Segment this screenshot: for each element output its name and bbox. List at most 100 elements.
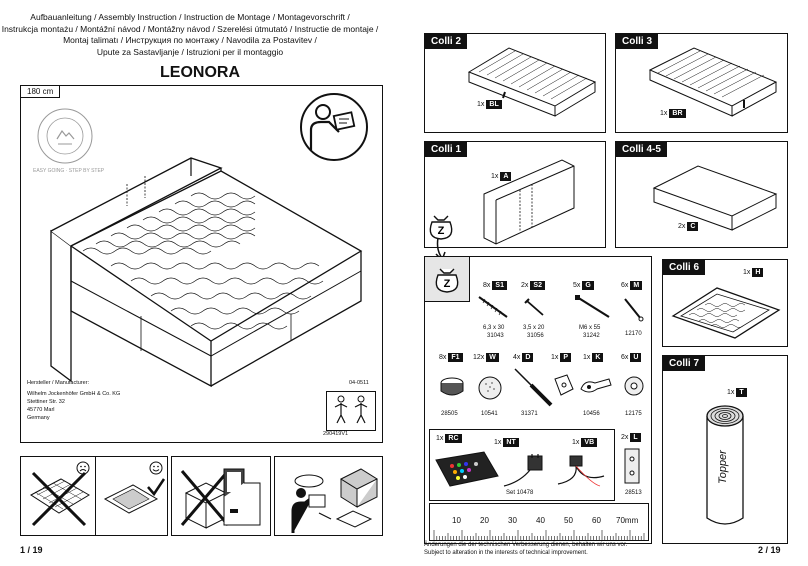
colli-45-qty: 2x — [678, 223, 686, 230]
disclaimer-en: Subject to alteration in the interests o… — [424, 550, 588, 556]
mattress-cover-illustration — [671, 287, 781, 339]
bag-z-icon: Z — [435, 268, 459, 293]
page-number-1: 1 / 19 — [20, 545, 43, 555]
doc-code: 04-0511 — [349, 380, 369, 386]
bed-illustration — [50, 157, 363, 388]
hw-s2-code: 31056 — [527, 333, 544, 339]
floor-handling-panel — [20, 456, 168, 536]
colli-3-qty: 1x — [660, 110, 668, 117]
colli-7-qty: 1x — [727, 389, 735, 396]
page-number-2: 2 / 19 — [758, 545, 781, 555]
washer-icon — [624, 376, 644, 396]
title-line-1: Aufbauanleitung / Assembly Instruction /… — [30, 12, 350, 22]
ruler-label-70: 70mm — [616, 516, 639, 525]
box-cutter-wrong-icon — [180, 470, 230, 529]
person-reading-icon — [300, 93, 368, 161]
base-right-illustration — [648, 47, 778, 117]
size-label: 180 cm — [21, 86, 61, 98]
colli-3-title: Colli 3 — [616, 34, 659, 49]
power-adapter-icon — [503, 454, 543, 487]
unpacking-person-icon — [291, 468, 379, 533]
ruler-label-20: 20 — [480, 516, 489, 525]
colli-1-title: Colli 1 — [425, 142, 468, 157]
hw-u-code: 12175 — [625, 411, 642, 417]
instruction-title: Aufbauanleitung / Assembly Instruction /… — [0, 12, 380, 58]
topper-roll-illustration — [706, 405, 744, 525]
sad-face-icon — [76, 461, 90, 475]
colli-7-title: Colli 7 — [663, 356, 706, 371]
ruler-label-10: 10 — [452, 516, 461, 525]
colli-2-title: Colli 2 — [425, 34, 468, 49]
title-line-2: Instrukcja montażu / Montážní návod / Mo… — [1, 23, 379, 34]
product-name: LEONORA — [160, 64, 240, 81]
hw-g-spec: M6 x 55 — [579, 325, 601, 331]
carpet-wrong-icon — [30, 471, 90, 527]
hw-l-code: 28513 — [625, 490, 642, 496]
ruler-label-40: 40 — [536, 516, 545, 525]
checkmark-icon — [147, 478, 166, 497]
part-bl-tag: BL — [486, 100, 502, 109]
manufacturer-city: 45770 Marl — [27, 407, 55, 413]
hardware-bag-icon: Z — [429, 215, 453, 240]
hw-s2-spec: 3,5 x 20 — [523, 325, 545, 331]
plate-icon — [554, 374, 574, 396]
manufacturer-info: Hersteller / Manufacturer: Wilhelm Jocke… — [27, 379, 187, 422]
topper-label: Topper — [717, 450, 729, 484]
hw-k-code: 10456 — [583, 411, 600, 417]
shelf-unit-icon — [223, 468, 261, 526]
bolt-icon — [575, 295, 610, 318]
colli-45-title: Colli 4-5 — [616, 142, 667, 157]
no-knife-panel — [171, 456, 271, 536]
easy-going-seal-icon — [37, 108, 93, 164]
two-person-box — [326, 391, 376, 431]
hw-m-code: 12170 — [625, 331, 642, 337]
colli-2-qty: 1x — [477, 101, 485, 108]
remote-control-icon — [435, 451, 499, 487]
led-set-code: Set 10478 — [506, 490, 534, 496]
svg-text:Z: Z — [444, 278, 451, 290]
hw-s1-code: 31043 — [487, 333, 504, 339]
manufacturer-label: Hersteller / Manufacturer: — [27, 380, 90, 386]
pin-icon — [624, 298, 644, 322]
hardware-bag-box: Z — [425, 257, 470, 302]
foot-icon — [440, 377, 464, 396]
base-left-illustration — [467, 47, 597, 117]
colli-1-qty: 1x — [491, 173, 499, 180]
gas-spring-icon — [514, 368, 553, 407]
ruler: 10 20 30 40 50 60 70mm — [429, 503, 649, 541]
ruler-ticks — [433, 530, 645, 540]
hw-s1-spec: 6,3 x 30 — [483, 325, 505, 331]
ruler-label-30: 30 — [508, 516, 517, 525]
splitter-icon — [557, 455, 605, 487]
hw-g-code: 31242 — [583, 333, 600, 339]
colli-6-qty: 1x — [743, 269, 751, 276]
manufacturer-country: Germany — [27, 415, 50, 421]
part-t-tag: T — [736, 388, 747, 397]
svg-text:Z: Z — [438, 225, 445, 237]
title-line-4: Upute za Sastavljanje / Istruzioni per i… — [96, 46, 284, 57]
disclaimer: Änderungen die der technischen Verbesser… — [424, 541, 627, 557]
unpacking-panel — [274, 456, 383, 536]
seal-text: EASY GOING · STEP BY STEP — [33, 168, 105, 174]
ruler-label-60: 60 — [592, 516, 601, 525]
